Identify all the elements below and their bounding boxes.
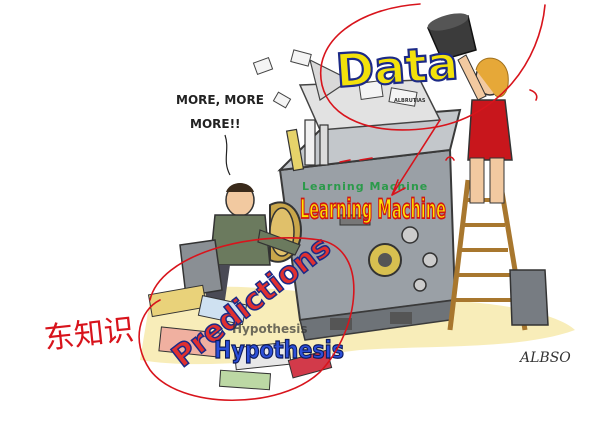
dial-icon [413, 278, 427, 292]
annotation-arrow [391, 119, 441, 196]
bucket-icon [426, 13, 477, 61]
speech-bubble: MORE, MORE MORE!! [176, 93, 264, 176]
signature: ALBSO [518, 350, 571, 366]
annotation-circle-output [138, 237, 355, 401]
speech-line-2: MORE!! [190, 117, 241, 131]
flying-papers [252, 49, 418, 109]
data-label: Data [334, 36, 460, 98]
dial-icon [401, 226, 419, 244]
bin-left [179, 239, 223, 297]
hypothesis-label: Hypothesis [214, 336, 344, 364]
bin-right [509, 269, 549, 326]
speech-line-1: MORE, MORE [176, 93, 264, 107]
box-label-right: ALBRUTIAS [394, 98, 426, 104]
red-annotations [138, 3, 546, 401]
learning-machine-label: Learning Machine [300, 194, 446, 225]
machine-top-letters: Learning Machine [302, 180, 428, 193]
learning-machine [277, 58, 462, 341]
woman-figure [457, 54, 513, 204]
hypothesis-small: Hypothesis [232, 322, 308, 336]
annotation-circle-data [319, 3, 546, 131]
machine-tubes [285, 119, 329, 172]
dial-icon [422, 252, 438, 268]
books-pile [147, 284, 333, 391]
handwritten-note: 东知识 [42, 312, 135, 356]
